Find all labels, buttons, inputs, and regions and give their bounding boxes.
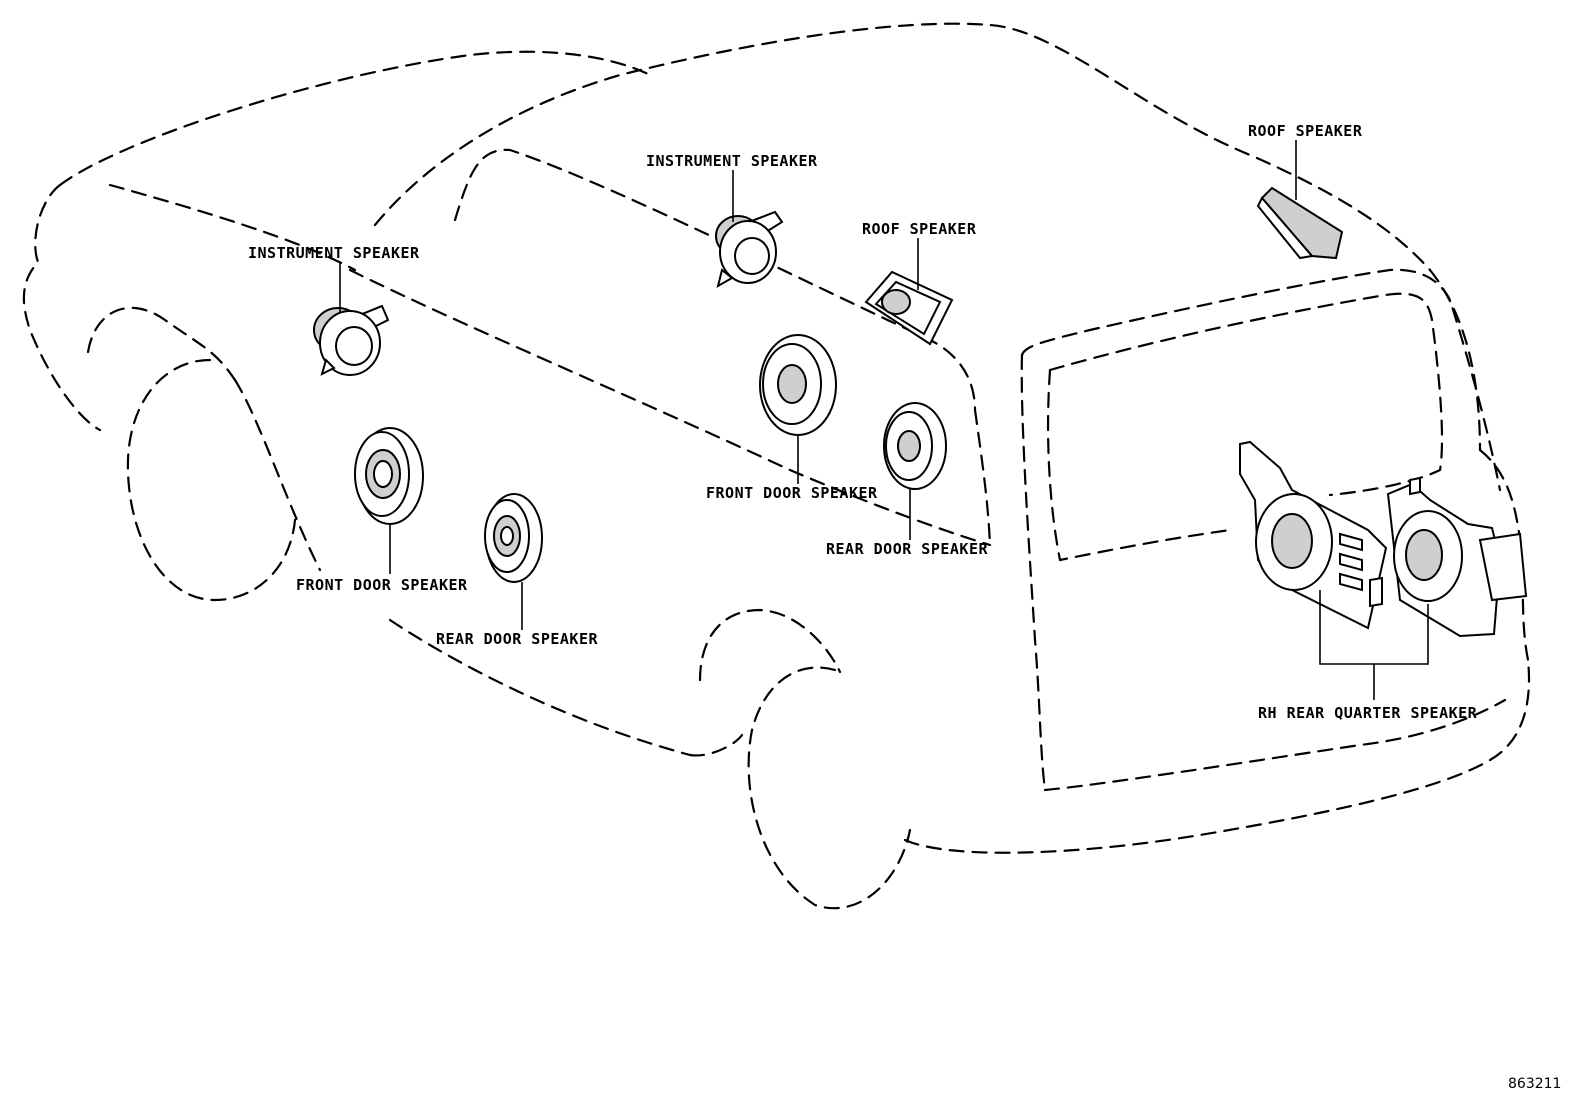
rear-window bbox=[1048, 292, 1444, 497]
left-front-wheel-arch bbox=[86, 306, 237, 382]
instrument-speaker-right-part bbox=[715, 210, 784, 289]
rear-door-speaker-right-label: REAR DOOR SPEAKER bbox=[826, 540, 988, 558]
roof-speaker-rear-label: ROOF SPEAKER bbox=[1248, 122, 1363, 140]
rear-door-speaker-right-part bbox=[883, 402, 947, 490]
left-front-profile bbox=[22, 183, 102, 432]
rear-door-speaker-left-part bbox=[484, 493, 543, 583]
right-side-upper-line bbox=[453, 148, 977, 412]
rear-door-speaker-left-cap bbox=[500, 526, 514, 546]
rh-rear-quarter-speaker-clip bbox=[1369, 576, 1383, 608]
right-rear-wheel bbox=[747, 666, 912, 910]
roof-speaker-rear-edge bbox=[1256, 196, 1314, 260]
instrument-speaker-left-tab bbox=[320, 358, 336, 376]
instrument-speaker-right-label: INSTRUMENT SPEAKER bbox=[646, 152, 818, 170]
right-b-pillar bbox=[973, 408, 992, 547]
roof-speaker-rear-part bbox=[1256, 186, 1344, 260]
tailgate-side bbox=[1020, 353, 1047, 792]
front-door-speaker-right-label: FRONT DOOR SPEAKER bbox=[706, 484, 878, 502]
instrument-speaker-right-tab bbox=[716, 268, 734, 289]
roof-speaker-center-label: ROOF SPEAKER bbox=[862, 220, 977, 238]
right-lower-line bbox=[388, 618, 692, 757]
left-window-line bbox=[108, 183, 357, 272]
figure-number: 863211 bbox=[1508, 1076, 1561, 1092]
rh-rear-quarter-speaker-label: RH REAR QUARTER SPEAKER bbox=[1258, 704, 1478, 722]
rh-rear-quarter-speaker-part bbox=[1239, 440, 1528, 638]
left-front-wheel bbox=[126, 358, 297, 602]
rear-window-lower bbox=[1046, 368, 1232, 562]
right-rocker-line bbox=[903, 658, 1531, 854]
vehicle-body-outline bbox=[22, 22, 1531, 910]
rh-rear-quarter-speaker-left-cone bbox=[1271, 513, 1313, 569]
left-roof-line bbox=[58, 50, 652, 187]
leader-lines bbox=[339, 140, 1429, 700]
right-beltline bbox=[348, 268, 992, 547]
rh-rear-quarter-speaker-connector bbox=[1478, 532, 1528, 602]
left-sill-line bbox=[233, 378, 322, 572]
rear-door-speaker-right-cone bbox=[897, 430, 921, 462]
rear-door-speaker-left-label: REAR DOOR SPEAKER bbox=[436, 630, 598, 648]
right-sill-line bbox=[688, 733, 744, 757]
front-door-speaker-right-part bbox=[759, 334, 837, 436]
rh-rear-quarter-speaker-slot-2 bbox=[1339, 552, 1363, 572]
rh-rear-quarter-speaker-tab bbox=[1409, 476, 1421, 496]
tailgate-bottom bbox=[1043, 698, 1507, 792]
front-door-speaker-left-part bbox=[354, 427, 424, 525]
rh-rear-quarter-speaker-slot-3 bbox=[1339, 572, 1363, 592]
callout-labels: INSTRUMENT SPEAKER INSTRUMENT SPEAKER RO… bbox=[248, 122, 1478, 722]
rh-rear-quarter-speaker-slot-1 bbox=[1339, 532, 1363, 552]
right-rear-wheel-arch bbox=[698, 608, 842, 682]
instrument-speaker-right-cone bbox=[734, 237, 770, 275]
roof-speaker-center-part bbox=[864, 270, 954, 346]
roof-speaker-center-cone bbox=[881, 289, 911, 315]
right-roof-line bbox=[373, 22, 1432, 272]
rh-rear-quarter-speaker-right-cone bbox=[1405, 529, 1443, 581]
front-door-speaker-left-label: FRONT DOOR SPEAKER bbox=[296, 576, 468, 594]
instrument-speaker-left-cone bbox=[335, 326, 373, 366]
instrument-speaker-left-label: INSTRUMENT SPEAKER bbox=[248, 244, 420, 262]
front-door-speaker-right-cone bbox=[777, 364, 807, 404]
tailgate-outer bbox=[1020, 268, 1502, 492]
front-door-speaker-left-cap bbox=[373, 460, 393, 488]
instrument-speaker-left-part bbox=[313, 304, 390, 376]
